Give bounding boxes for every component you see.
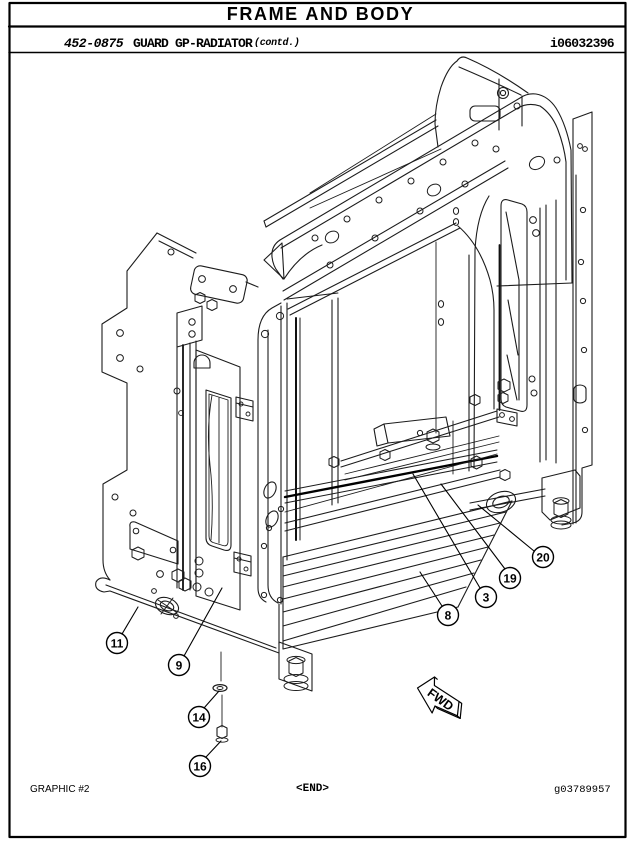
svg-text:16: 16 — [193, 759, 207, 773]
svg-text:20: 20 — [536, 550, 550, 564]
svg-text:19: 19 — [503, 571, 517, 585]
svg-text:11: 11 — [111, 636, 124, 650]
svg-text:14: 14 — [192, 710, 206, 724]
svg-text:8: 8 — [445, 608, 452, 622]
svg-text:3: 3 — [483, 590, 490, 604]
svg-text:9: 9 — [176, 658, 183, 672]
